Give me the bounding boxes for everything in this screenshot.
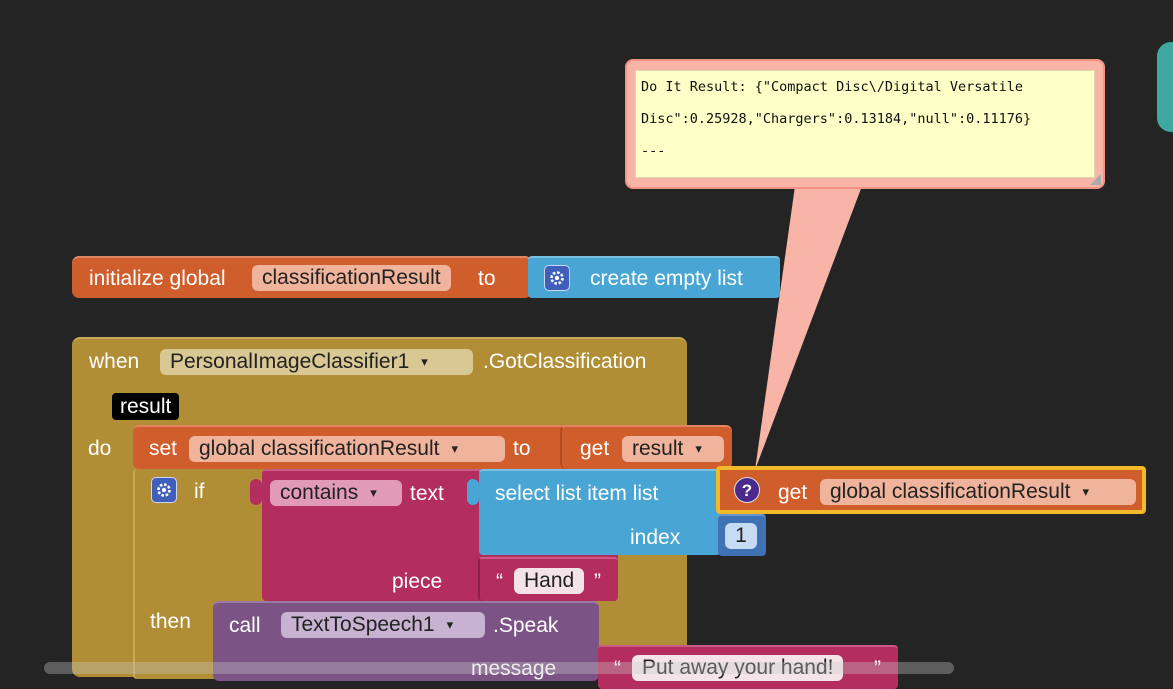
warning-icon-glyph: ? (742, 482, 752, 499)
contains-text-label: text (410, 482, 444, 506)
if-mutator-gear-icon[interactable] (151, 477, 177, 503)
warning-question-icon[interactable]: ? (734, 477, 760, 503)
comment-line-2: Disc":0.25928,"Chargers":0.13184,"null":… (641, 111, 1090, 127)
create-empty-list-label: create empty list (590, 267, 743, 291)
set-keyword: set (149, 437, 177, 461)
set-to-label: to (513, 437, 531, 461)
contains-piece-label: piece (392, 570, 442, 594)
comment-bubble[interactable]: Do It Result: {"Compact Disc\/Digital Ve… (625, 59, 1105, 189)
tts-component-dropdown[interactable]: TextToSpeech1 (281, 612, 485, 638)
init-to-label: to (478, 267, 496, 291)
comment-resize-handle[interactable] (1090, 174, 1101, 185)
get-result-keyword: get (580, 437, 609, 461)
comment-text-area[interactable]: Do It Result: {"Compact Disc\/Digital Ve… (635, 70, 1095, 178)
comment-line-3: --- (641, 143, 1090, 159)
component-dropdown[interactable]: PersonalImageClassifier1 (160, 349, 473, 375)
event-name-label: .GotClassification (483, 350, 646, 374)
get-global-keyword: get (778, 481, 807, 505)
if-keyword: if (194, 480, 205, 504)
then-keyword: then (150, 610, 191, 634)
init-socket (516, 264, 528, 290)
if-condition-socket (250, 479, 262, 505)
get-global-block[interactable]: ? get global classificationResult (716, 466, 1146, 514)
when-keyword: when (89, 350, 139, 374)
initialize-global-block[interactable]: initialize global classificationResult t… (72, 256, 532, 298)
global-variable-name-field[interactable]: classificationResult (252, 265, 451, 291)
offscreen-block[interactable] (1157, 42, 1173, 132)
contains-mode-dropdown[interactable]: contains (270, 480, 402, 506)
index-number-field[interactable]: 1 (725, 523, 757, 549)
text-hand-block[interactable]: “ Hand ” (478, 557, 618, 601)
get-global-variable-dropdown[interactable]: global classificationResult (820, 479, 1136, 505)
initialize-global-keyword: initialize global (89, 267, 226, 291)
set-global-block[interactable]: set global classificationResult to (133, 425, 573, 469)
select-index-label: index (630, 526, 680, 550)
text-socket (467, 479, 479, 505)
event-parameter-result[interactable]: result (112, 393, 179, 420)
get-result-dropdown[interactable]: result (622, 436, 724, 462)
set-variable-dropdown[interactable]: global classificationResult (189, 436, 505, 462)
workspace-horizontal-scrollbar[interactable] (44, 662, 954, 674)
select-list-item-label: select list item list (495, 482, 658, 506)
call-keyword: call (229, 614, 261, 638)
hand-open-quote: “ (496, 570, 503, 594)
create-empty-list-block[interactable]: create empty list (528, 256, 780, 298)
speak-method-label: .Speak (493, 614, 558, 638)
hand-close-quote: ” (594, 570, 601, 594)
comment-line-1: Do It Result: {"Compact Disc\/Digital Ve… (641, 79, 1090, 95)
do-keyword: do (88, 437, 111, 461)
hand-text-field[interactable]: Hand (514, 568, 584, 594)
get-result-block[interactable]: get result (560, 425, 732, 469)
mutator-gear-icon[interactable] (544, 265, 570, 291)
index-number-block[interactable]: 1 (718, 514, 766, 556)
select-list-item-block[interactable]: select list item list index (479, 469, 721, 555)
